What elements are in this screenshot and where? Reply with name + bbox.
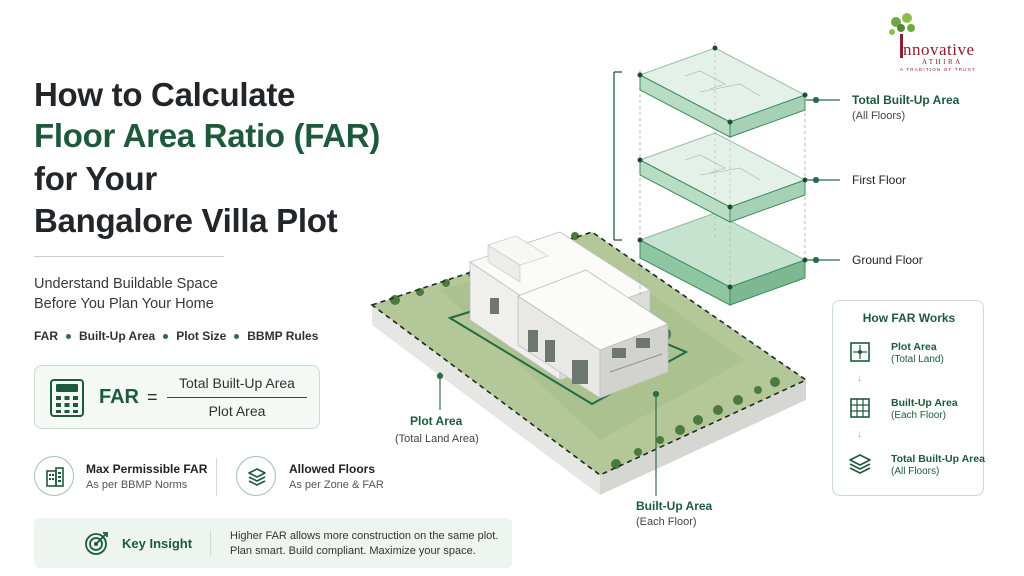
insight-line-2: Plan smart. Build compliant. Maximize yo…	[230, 545, 476, 557]
total-built-up-sublabel: (All Floors)	[852, 110, 906, 122]
leader-lines	[436, 96, 840, 496]
plot-area-label: Plot Area	[410, 414, 463, 428]
title-line-3: for Your	[34, 160, 157, 197]
tag-dot	[66, 333, 71, 339]
formula-equals: =	[147, 387, 158, 407]
key-insight-bar: Key Insight Higher FAR allows more const…	[34, 518, 512, 568]
fraction-bar	[167, 397, 307, 398]
title-line-1: How to Calculate	[34, 76, 296, 113]
key-insight-title: Key Insight	[122, 536, 193, 551]
floor-stack	[637, 42, 808, 306]
tag-dot	[163, 333, 169, 339]
target-icon	[85, 532, 108, 555]
insight-line-1: Higher FAR allows more construction on t…	[230, 530, 499, 542]
topic-tags: FAR Built-Up Area Plot Size BBMP Rules	[34, 329, 318, 343]
how-far-works-panel: How FAR Works Plot Area (Total Land) ↓ B…	[832, 300, 985, 496]
step-total-title: Total Built-Up Area	[891, 453, 985, 465]
formula-numerator: Total Built-Up Area	[179, 375, 295, 391]
built-up-label: Built-Up Area	[636, 499, 713, 513]
allowed-floors-subtitle: As per Zone & FAR	[289, 479, 384, 491]
layers-icon	[236, 456, 276, 496]
title-divider	[34, 256, 224, 257]
how-far-works-title: How FAR Works	[862, 311, 956, 325]
total-built-up-label: Total Built-Up Area	[852, 93, 960, 107]
logo-subtext: ATHIRA	[922, 58, 963, 66]
logo-tagline: A TRADITION OF TRUST	[900, 67, 976, 72]
subtitle-line-2: Before You Plan Your Home	[34, 296, 214, 312]
info-divider	[216, 458, 217, 496]
logo-tree-icon	[889, 13, 915, 58]
stack-icon	[849, 454, 871, 474]
title-line-4: Bangalore Villa Plot	[34, 202, 338, 239]
building-icon	[34, 456, 74, 496]
tag-plot-size: Plot Size	[176, 329, 227, 343]
step-arrow-icon: ↓	[857, 373, 862, 384]
first-floor-label: First Floor	[852, 173, 906, 187]
logo-wordmark: nnovative	[903, 40, 975, 59]
insight-divider	[210, 530, 211, 556]
top-floor-slab	[638, 47, 807, 138]
tag-dot	[234, 333, 240, 339]
tag-bbmp-rules: BBMP Rules	[247, 329, 319, 343]
step-arrow-icon: ↓	[857, 429, 862, 440]
formula-denominator: Plot Area	[208, 403, 266, 419]
first-floor-slab	[638, 132, 807, 223]
tag-built-up-area: Built-Up Area	[79, 329, 156, 343]
subtitle-line-1: Understand Buildable Space	[34, 276, 218, 292]
far-formula-box: FAR = Total Built-Up Area Plot Area	[34, 365, 320, 429]
max-far-title: Max Permissible FAR	[86, 462, 208, 476]
stack-bracket	[613, 71, 622, 241]
step-plot-area-sub: (Total Land)	[891, 354, 944, 365]
allowed-floors-title: Allowed Floors	[289, 462, 376, 476]
step-total-sub: (All Floors)	[891, 466, 940, 477]
calculator-icon	[50, 379, 84, 417]
ground-floor-slab	[638, 212, 807, 306]
villa-house	[469, 231, 669, 399]
grid-icon	[850, 398, 870, 418]
formula-far: FAR	[99, 386, 139, 408]
step-plot-area-title: Plot Area	[891, 341, 937, 353]
title-line-2: Floor Area Ratio (FAR)	[34, 117, 381, 154]
plot-icon	[850, 342, 870, 362]
ground-floor-label: Ground Floor	[852, 253, 923, 267]
tag-far: FAR	[34, 329, 58, 343]
plot-area-sublabel: (Total Land Area)	[395, 433, 479, 445]
step-built-up-title: Built-Up Area	[891, 397, 958, 409]
step-built-up-sub: (Each Floor)	[891, 410, 947, 421]
max-far-subtitle: As per BBMP Norms	[86, 479, 188, 491]
built-up-sublabel: (Each Floor)	[636, 516, 697, 528]
